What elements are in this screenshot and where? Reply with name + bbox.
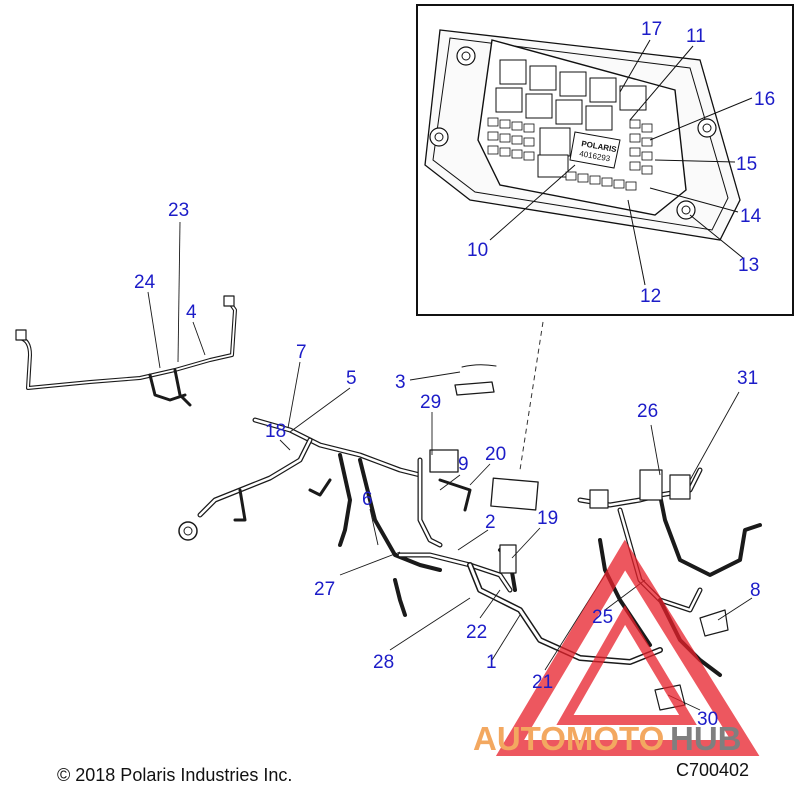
callout-30: 30: [697, 709, 718, 730]
callout-5: 5: [346, 368, 357, 389]
callout-28: 28: [373, 652, 394, 673]
callout-26: 26: [637, 401, 658, 422]
inset-reference-line: [519, 321, 544, 471]
drawing-code: C700402: [676, 760, 750, 780]
callout-1: 1: [486, 652, 497, 673]
watermark-word-part2: HUB: [670, 720, 742, 757]
automotohub-watermark: AUTOMOTO HUB: [473, 539, 760, 757]
callout-24: 24: [134, 272, 156, 293]
callout-23: 23: [168, 200, 189, 221]
callout-22: 22: [466, 622, 487, 643]
callout-31: 31: [737, 368, 758, 389]
callout-15: 15: [736, 154, 757, 175]
callout-3: 3: [395, 372, 406, 393]
copyright-notice: © 2018 Polaris Industries Inc.: [57, 765, 293, 785]
callout-4: 4: [186, 302, 197, 323]
callout-13: 13: [738, 255, 759, 276]
callout-27: 27: [314, 579, 335, 600]
callout-29: 29: [420, 392, 441, 413]
callout-17: 17: [641, 19, 662, 40]
callout-21: 21: [532, 672, 553, 693]
callout-18: 18: [265, 421, 286, 442]
watermark-word-part1: AUTOMOTO: [473, 720, 664, 757]
callout-12: 12: [640, 286, 661, 307]
callout-7: 7: [296, 342, 307, 363]
callout-16: 16: [754, 89, 775, 110]
callout-9: 9: [458, 454, 469, 475]
callout-11: 11: [686, 26, 706, 47]
callout-14: 14: [740, 206, 762, 227]
callout-6: 6: [362, 489, 373, 510]
callout-25: 25: [592, 607, 613, 628]
callout-20: 20: [485, 444, 506, 465]
callout-10: 10: [467, 240, 488, 261]
callout-numbers: 17 11 16 15 14 13 10 12 23 24 4 7 5 3 29…: [134, 19, 775, 730]
callout-19: 19: [537, 508, 558, 529]
callout-2: 2: [485, 512, 496, 533]
callout-8: 8: [750, 580, 761, 601]
fuse-box-inset: POLARIS 4016293: [416, 4, 794, 316]
